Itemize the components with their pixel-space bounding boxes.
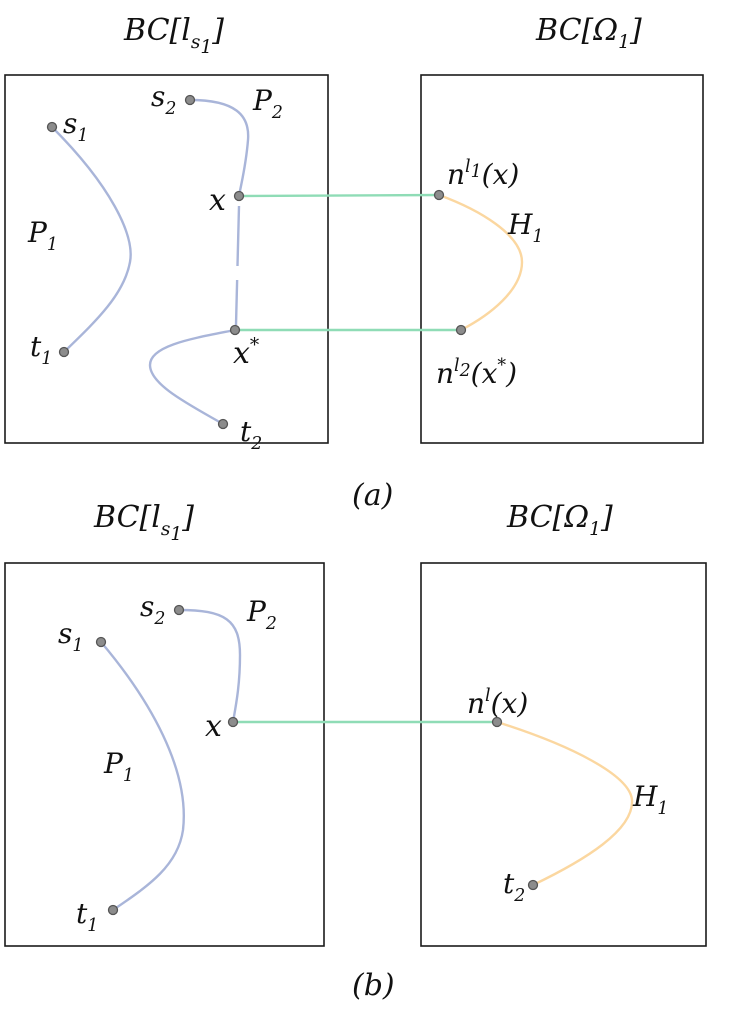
panel-b-caption: (b) xyxy=(352,968,395,1003)
panel-b-node-s2 xyxy=(173,604,185,616)
panel-b-path-h1 xyxy=(496,720,634,887)
panel-a-label-nl2xstar: nl2(x*) xyxy=(436,356,517,390)
panel-b-right-box xyxy=(420,562,707,947)
panel-b-left-box xyxy=(4,562,325,947)
panel-a-label-p1: P1 xyxy=(27,216,58,255)
panel-a-node-t1 xyxy=(58,346,70,358)
panel-a-node-nl1x xyxy=(433,189,445,201)
panel-b-label-nlx: nl(x) xyxy=(467,686,528,720)
panel-b-label-s1: s1 xyxy=(58,617,83,656)
panel-b-right-title: BC[Ω1] xyxy=(506,500,613,540)
panel-a-label-xstar: x* xyxy=(233,335,259,371)
panel-b-left-title: BC[ls1] xyxy=(93,500,194,545)
panel-a-path-p2-lower xyxy=(148,328,236,426)
panel-b-label-p2: P2 xyxy=(246,595,277,634)
panel-a-label-nl1x: nl1(x) xyxy=(447,157,519,191)
panel-b-path-p2 xyxy=(178,608,242,723)
panel-a: BC[ls1] BC[Ω1] s1 t1 P1 s2 P2 x xyxy=(4,13,704,513)
panel-b-label-x: x xyxy=(205,709,222,744)
panel-a-connector-x xyxy=(238,193,440,198)
panel-a-caption: (a) xyxy=(352,478,393,513)
panel-a-node-s1 xyxy=(46,121,58,133)
panel-a-path-p1 xyxy=(51,126,132,353)
panel-a-path-h1 xyxy=(438,193,524,332)
panel-b-node-t2 xyxy=(527,879,539,891)
panel-a-left-box xyxy=(4,74,329,444)
panel-a-left-title: BC[ls1] xyxy=(123,13,224,58)
panel-b-label-t1: t1 xyxy=(76,897,98,936)
panel-a-right-title: BC[Ω1] xyxy=(535,13,642,53)
panel-a-node-xstar xyxy=(229,324,241,336)
panel-a-label-x: x xyxy=(209,183,226,218)
panel-a-node-t2 xyxy=(217,418,229,430)
panel-b-node-s1 xyxy=(95,636,107,648)
panel-b-label-t2: t2 xyxy=(503,867,525,906)
panel-b-label-s2: s2 xyxy=(140,590,165,629)
panel-a-right-box xyxy=(420,74,704,444)
panel-b-label-p1: P1 xyxy=(103,747,134,786)
panel-b: BC[ls1] BC[Ω1] s1 t1 P1 s2 P2 x nl(x) H1… xyxy=(4,500,707,1003)
panel-a-node-nl2xstar xyxy=(455,324,467,336)
panel-a-path-p2-dashed xyxy=(234,205,241,326)
panel-a-label-s2: s2 xyxy=(151,80,176,119)
panel-b-path-p1 xyxy=(100,641,185,911)
panel-b-node-t1 xyxy=(107,904,119,916)
panel-b-label-h1: H1 xyxy=(632,780,668,819)
panel-a-label-p2: P2 xyxy=(252,84,283,123)
panel-a-label-t2: t2 xyxy=(240,415,262,454)
panel-a-node-x xyxy=(233,190,245,202)
panel-a-label-h1: H1 xyxy=(507,208,543,247)
panel-a-label-s1: s1 xyxy=(63,107,88,146)
panel-a-label-t1: t1 xyxy=(30,330,52,369)
panel-a-node-s2 xyxy=(184,94,196,106)
panel-a-path-p2-upper xyxy=(189,98,250,197)
panel-b-node-x xyxy=(227,716,239,728)
panel-b-node-nlx xyxy=(491,716,503,728)
